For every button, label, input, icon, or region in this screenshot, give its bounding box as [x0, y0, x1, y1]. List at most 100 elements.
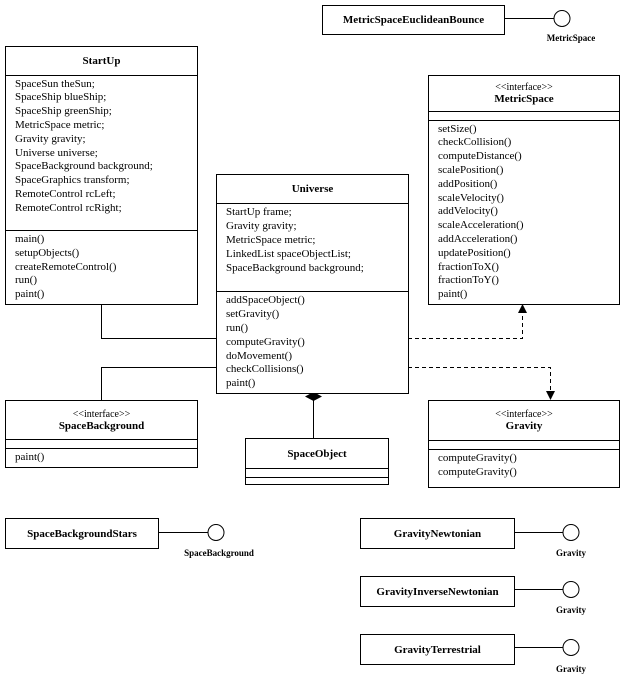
attribute: SpaceGraphics transform;	[15, 174, 130, 187]
attribute: MetricSpace metric;	[226, 233, 316, 246]
attribute: Gravity gravity;	[15, 132, 86, 145]
method: paint()	[438, 288, 468, 301]
method: main()	[15, 233, 45, 246]
class-gravityterrestrial: GravityTerrestrial	[360, 634, 515, 665]
method: createRemoteControl()	[15, 260, 117, 273]
interface-label: MetricSpace	[546, 33, 596, 43]
stereotype: <<interface>>	[72, 408, 131, 420]
method: setGravity()	[226, 308, 280, 321]
spacebackground-universe-association	[101, 367, 216, 400]
interface-label: Gravity	[556, 548, 586, 558]
class-metricspaceeuclideanbounce: MetricSpaceEuclideanBounce	[322, 5, 505, 35]
class-spaceobject: SpaceObject	[245, 438, 389, 485]
class-name: SpaceBackground	[58, 419, 145, 432]
universe-gravity-dependency	[408, 367, 551, 392]
method: run()	[15, 274, 37, 287]
class-name: MetricSpace	[494, 92, 554, 105]
method: paint()	[226, 377, 256, 390]
method: paint()	[15, 451, 45, 464]
attribute: MetricSpace metric;	[15, 118, 105, 131]
method: run()	[226, 322, 248, 335]
class-name: GravityTerrestrial	[394, 643, 481, 656]
class-metricspace: <<interface>>MetricSpace setSize()checkC…	[428, 75, 620, 305]
attribute: Gravity gravity;	[226, 220, 297, 233]
methods	[246, 478, 388, 484]
class-gravityinversenewtonian: GravityInverseNewtonian	[360, 576, 515, 607]
method: addSpaceObject()	[226, 294, 305, 307]
class-name: SpaceObject	[246, 439, 388, 469]
composition-diamond-icon	[305, 392, 322, 401]
methods: setSize()checkCollision()computeDistance…	[429, 121, 619, 304]
class-name: SpaceBackgroundStars	[27, 527, 137, 540]
class-header: <<interface>>SpaceBackground	[6, 401, 197, 441]
class-header: <<interface>>Gravity	[429, 401, 619, 441]
method: addVelocity()	[438, 205, 498, 218]
method: checkCollision()	[438, 136, 512, 149]
class-universe: Universe StartUp frame;Gravity gravity;M…	[216, 174, 409, 394]
class-spacebackground: <<interface>>SpaceBackground paint()	[5, 400, 198, 468]
attributes	[6, 440, 197, 450]
attributes	[429, 112, 619, 121]
class-name: GravityNewtonian	[393, 527, 482, 540]
attribute: RemoteControl rcRight;	[15, 201, 122, 214]
method: computeGravity()	[438, 452, 517, 464]
class-header: <<interface>>MetricSpace	[429, 76, 619, 112]
class-name: Gravity	[505, 420, 543, 432]
method: addPosition()	[438, 177, 498, 190]
universe-metricspace-dependency	[408, 312, 523, 339]
method: computeDistance()	[438, 150, 522, 163]
class-spacebackgroundstars: SpaceBackgroundStars	[5, 518, 159, 549]
attribute: Universe universe;	[15, 146, 98, 159]
gravity-lollipop-icon	[562, 639, 580, 656]
method: scaleAcceleration()	[438, 219, 524, 232]
stereotype: <<interface>>	[495, 81, 553, 93]
attribute: StartUp frame;	[226, 206, 292, 219]
interface-label: Gravity	[556, 605, 586, 615]
method: doMovement()	[226, 349, 292, 362]
class-name: MetricSpaceEuclideanBounce	[342, 14, 485, 26]
gravity-lollipop-icon	[562, 581, 580, 598]
attribute: SpaceBackground background;	[15, 160, 153, 173]
methods: computeGravity()computeGravity()	[429, 450, 619, 487]
class-gravitynewtonian: GravityNewtonian	[360, 518, 515, 549]
attribute: SpaceSun theSun;	[15, 77, 95, 90]
method: paint()	[15, 288, 45, 301]
startup-universe-association	[101, 304, 216, 339]
attributes	[246, 469, 388, 478]
method: setSize()	[438, 122, 477, 135]
class-name: GravityInverseNewtonian	[376, 585, 499, 598]
arrowhead-icon	[546, 391, 555, 400]
interface-label: SpaceBackground	[184, 548, 254, 558]
method: scaleVelocity()	[438, 191, 504, 204]
attribute: SpaceBackground background;	[226, 261, 364, 274]
methods: addSpaceObject()setGravity()run()compute…	[217, 292, 408, 393]
method: computeGravity()	[438, 465, 517, 478]
attributes: SpaceSun theSun;SpaceShip blueShip;Space…	[6, 76, 197, 232]
class-name: StartUp	[6, 47, 197, 76]
stereotype: <<interface>>	[495, 409, 553, 420]
attribute: SpaceShip greenShip;	[15, 105, 112, 118]
methods: main()setupObjects()createRemoteControl(…	[6, 231, 197, 304]
method: updatePosition()	[438, 246, 511, 259]
method: fractionToX()	[438, 260, 499, 273]
method: computeGravity()	[226, 335, 305, 348]
class-name: Universe	[217, 175, 408, 205]
attributes: StartUp frame;Gravity gravity;MetricSpac…	[217, 204, 408, 293]
gravity-lollipop-icon	[562, 524, 580, 541]
methods: paint()	[6, 449, 197, 467]
attribute: RemoteControl rcLeft;	[15, 187, 116, 200]
metricspace-lollipop-icon	[553, 10, 571, 27]
attribute: SpaceShip blueShip;	[15, 91, 107, 104]
spacebackground-lollipop-icon	[207, 524, 225, 541]
attribute: LinkedList spaceObjectList;	[226, 247, 351, 260]
class-startup: StartUp SpaceSun theSun;SpaceShip blueSh…	[5, 46, 198, 305]
attributes	[429, 441, 619, 450]
arrowhead-icon	[518, 304, 527, 313]
method: addAcceleration()	[438, 233, 518, 246]
method: scalePosition()	[438, 164, 504, 177]
method: fractionToY()	[438, 274, 499, 287]
method: checkCollisions()	[226, 363, 304, 376]
interface-label: Gravity	[556, 664, 586, 674]
class-gravity: <<interface>>Gravity computeGravity()com…	[428, 400, 620, 488]
